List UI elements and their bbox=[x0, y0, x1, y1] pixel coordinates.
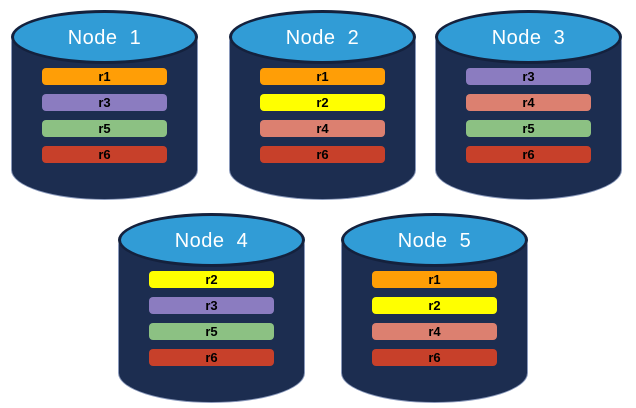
node-label: Node 1 bbox=[67, 27, 142, 49]
replica-bar-r1: r1 bbox=[372, 271, 497, 288]
replica-bar-r2: r2 bbox=[149, 271, 274, 288]
replica-list: r1 r3 r5 r6 bbox=[42, 68, 167, 172]
node-label: Node 5 bbox=[397, 230, 472, 252]
replica-bar-r6: r6 bbox=[42, 146, 167, 163]
replica-bar-r6: r6 bbox=[260, 146, 385, 163]
replica-bar-r3: r3 bbox=[42, 94, 167, 111]
replica-bar-r1: r1 bbox=[260, 68, 385, 85]
replica-bar-r4: r4 bbox=[466, 94, 591, 111]
replica-bar-r6: r6 bbox=[372, 349, 497, 366]
replica-list: r1 r2 r4 r6 bbox=[372, 271, 497, 375]
node-label: Node 3 bbox=[491, 27, 566, 49]
database-node-4: Node 4 r2 r3 r5 r6 bbox=[118, 211, 305, 403]
replica-bar-r1: r1 bbox=[42, 68, 167, 85]
database-node-3: Node 3 r3 r4 r5 r6 bbox=[435, 8, 622, 200]
replica-bar-r4: r4 bbox=[372, 323, 497, 340]
cylinder-top: Node 1 bbox=[11, 10, 198, 64]
replica-list: r1 r2 r4 r6 bbox=[260, 68, 385, 172]
replica-bar-r3: r3 bbox=[149, 297, 274, 314]
database-node-1: Node 1 r1 r3 r5 r6 bbox=[11, 8, 198, 200]
cylinder-top: Node 2 bbox=[229, 10, 416, 64]
replica-bar-r2: r2 bbox=[260, 94, 385, 111]
replica-bar-r2: r2 bbox=[372, 297, 497, 314]
replica-bar-r5: r5 bbox=[466, 120, 591, 137]
node-label: Node 2 bbox=[285, 27, 360, 49]
replica-bar-r3: r3 bbox=[466, 68, 591, 85]
replica-list: r3 r4 r5 r6 bbox=[466, 68, 591, 172]
node-label: Node 4 bbox=[174, 230, 249, 252]
replica-bar-r5: r5 bbox=[42, 120, 167, 137]
cylinder-top: Node 3 bbox=[435, 10, 622, 64]
replica-list: r2 r3 r5 r6 bbox=[149, 271, 274, 375]
database-node-2: Node 2 r1 r2 r4 r6 bbox=[229, 8, 416, 200]
replica-bar-r5: r5 bbox=[149, 323, 274, 340]
replica-bar-r6: r6 bbox=[149, 349, 274, 366]
cylinder-top: Node 5 bbox=[341, 213, 528, 267]
cylinder-top: Node 4 bbox=[118, 213, 305, 267]
replica-bar-r4: r4 bbox=[260, 120, 385, 137]
database-node-5: Node 5 r1 r2 r4 r6 bbox=[341, 211, 528, 403]
replica-bar-r6: r6 bbox=[466, 146, 591, 163]
